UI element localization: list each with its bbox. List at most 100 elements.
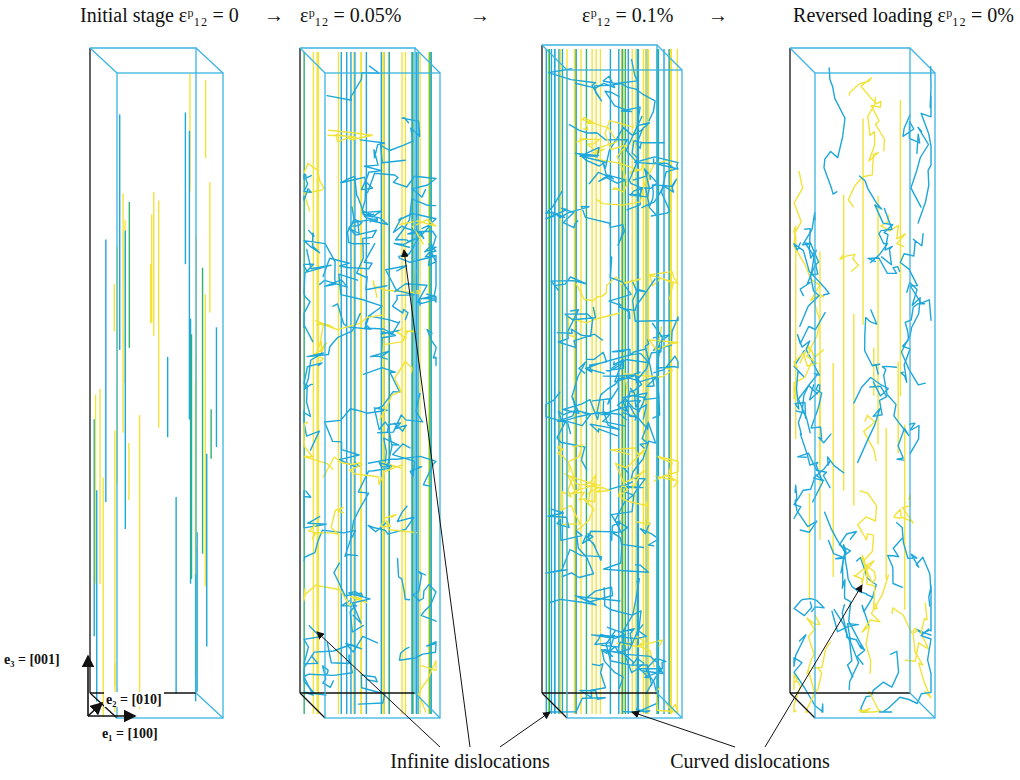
curved-dislocation xyxy=(824,68,845,194)
curved-dislocation xyxy=(860,176,893,265)
stage-arrow: → xyxy=(264,4,284,26)
curved-dislocation xyxy=(871,209,892,263)
stage-arrow: → xyxy=(470,4,490,26)
leader-arrow xyxy=(500,712,550,747)
box-edge xyxy=(567,70,682,718)
curved-dislocation xyxy=(810,385,831,443)
infinite-dislocation xyxy=(574,49,575,714)
curved-dislocation xyxy=(800,213,819,327)
curved-dislocation xyxy=(794,599,824,616)
curved-dislocation xyxy=(304,250,331,342)
infinite-dislocation xyxy=(431,52,432,714)
stage-title-arrow: → xyxy=(708,4,728,26)
curved-dislocation xyxy=(615,492,643,548)
curved-dislocation xyxy=(882,366,909,460)
curved-dislocation xyxy=(333,304,396,359)
curved-dislocation xyxy=(605,121,633,192)
box-edge xyxy=(300,48,325,73)
axis-e2 xyxy=(88,703,102,716)
infinite-dislocation xyxy=(401,52,402,714)
dislocation-segment xyxy=(191,334,192,579)
infinite-dislocation xyxy=(551,49,552,714)
curved-dislocation xyxy=(323,666,334,688)
infinite-dislocation xyxy=(586,49,587,714)
dislocation-segment xyxy=(202,268,203,554)
infinite-dislocation xyxy=(341,52,342,714)
dislocation-segment xyxy=(105,239,106,502)
dislocation-segment xyxy=(114,431,115,686)
dislocation-segment xyxy=(158,201,159,428)
infinite-dislocation xyxy=(316,52,317,714)
curved-dislocation xyxy=(605,91,640,123)
curved-dislocation xyxy=(546,191,578,227)
hidden-edge xyxy=(299,48,300,693)
curved-dislocation xyxy=(334,563,370,623)
curved-dislocation xyxy=(901,304,925,383)
dislocation-segment xyxy=(886,428,887,579)
infinite-dislocation xyxy=(668,49,669,714)
dislocation-segment xyxy=(809,493,810,599)
curved-dislocation xyxy=(566,313,619,336)
curved-dislocation xyxy=(832,611,859,689)
dislocation-segment xyxy=(103,477,104,716)
curved-dislocation xyxy=(859,692,881,713)
stage-title: εᵖ₁₂ = 0.05% xyxy=(300,4,402,26)
curved-dislocation xyxy=(380,362,412,420)
curved-dislocation xyxy=(557,398,587,470)
curved-dislocation xyxy=(359,675,385,704)
axis-e3 xyxy=(87,656,89,716)
infinite-dislocation xyxy=(560,49,561,714)
curved-dislocation xyxy=(858,491,877,563)
infinite-dislocation xyxy=(558,49,559,714)
curved-dislocation xyxy=(798,313,826,433)
infinite-dislocation xyxy=(346,52,347,714)
curved-dislocation xyxy=(611,448,646,488)
curved-dislocation xyxy=(381,118,420,163)
box-edge xyxy=(90,48,196,693)
curved-dislocation xyxy=(399,220,436,244)
curved-dislocation xyxy=(558,411,590,426)
curved-dislocation xyxy=(304,313,360,389)
hidden-edge xyxy=(300,693,325,718)
curved-dislocation xyxy=(364,368,400,467)
curved-dislocation xyxy=(842,605,863,649)
curved-dislocation xyxy=(648,272,678,299)
curved-dislocation xyxy=(304,175,311,201)
box-edge xyxy=(300,48,415,693)
axis-label: e₃ = [001] xyxy=(2,652,62,667)
curved-dislocation xyxy=(862,575,888,673)
curved-dislocation xyxy=(861,651,899,712)
infinite-dislocation xyxy=(546,49,547,714)
dislocation-segment xyxy=(153,192,154,336)
dislocation-segment xyxy=(94,419,95,636)
infinite-dislocation xyxy=(313,52,314,714)
infinite-dislocation xyxy=(384,52,385,714)
curved-dislocation xyxy=(378,393,423,432)
dislocation-segment xyxy=(216,327,217,447)
curved-dislocation xyxy=(590,401,619,436)
infinite-dislocation xyxy=(416,52,417,714)
curved-dislocation xyxy=(413,572,436,622)
curved-dislocation xyxy=(900,234,931,320)
infinite-dislocation xyxy=(366,52,367,714)
infinite-dislocation xyxy=(382,52,383,714)
curved-dislocation xyxy=(569,125,627,156)
axis-label: e₁ = [100] xyxy=(100,726,160,741)
infinite-dislocation xyxy=(549,49,550,714)
infinite-dislocation xyxy=(411,52,412,714)
dislocation-segment xyxy=(873,348,874,396)
curved-dislocation xyxy=(654,456,678,487)
curved-dislocation xyxy=(400,642,437,661)
dislocation-segment xyxy=(209,182,210,312)
curved-dislocation xyxy=(567,445,595,532)
infinite-dislocation xyxy=(361,52,362,714)
curved-dislocation xyxy=(619,486,651,524)
infinite-dislocation xyxy=(646,49,647,714)
curved-dislocation xyxy=(794,457,844,519)
infinite-dislocation xyxy=(554,49,555,714)
curved-dislocation xyxy=(327,66,379,100)
simulation-box xyxy=(90,48,223,718)
curved-dislocation xyxy=(910,423,920,454)
